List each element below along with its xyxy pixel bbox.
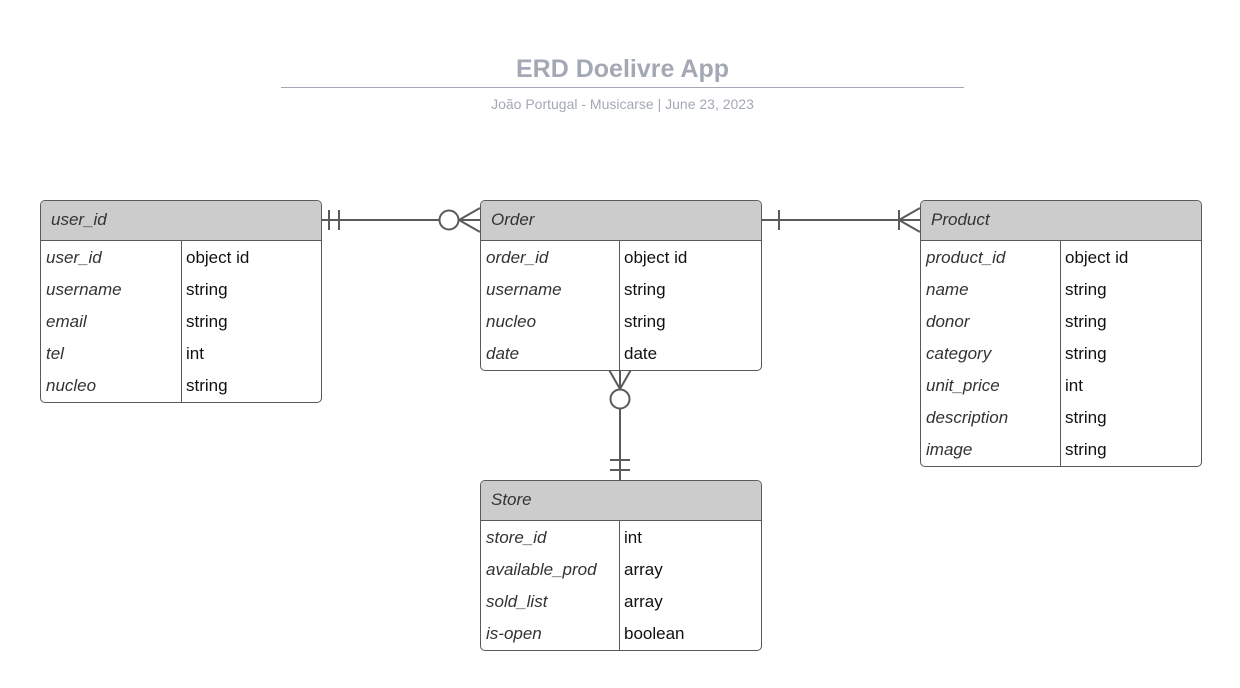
- column-divider: [1060, 241, 1061, 466]
- field-name: image: [926, 440, 973, 459]
- title-divider: [281, 87, 964, 88]
- field-type: boolean: [624, 624, 685, 643]
- field-name: user_id: [46, 248, 102, 267]
- field-row: name string: [921, 274, 1201, 306]
- field-row: description string: [921, 402, 1201, 434]
- entity-fields: product_id object id name string donor stri…: [921, 241, 1201, 466]
- field-row: nucleo string: [481, 306, 761, 338]
- relationship-order-product: [760, 207, 921, 233]
- field-type: int: [624, 528, 642, 547]
- field-name: donor: [926, 312, 970, 331]
- field-name: product_id: [926, 248, 1006, 267]
- field-type: string: [1065, 344, 1107, 363]
- field-name: tel: [46, 344, 64, 363]
- entity-order[interactable]: Order order_id object id username string n…: [480, 200, 762, 371]
- diagram-title: ERD Doelivre App: [515, 55, 729, 83]
- column-divider: [619, 521, 620, 650]
- entity-fields: order_id object id username string nucleo s…: [481, 241, 761, 370]
- field-row: nucleo string: [41, 370, 321, 402]
- field-name: email: [46, 312, 87, 331]
- relationship-user-order: [320, 207, 481, 233]
- field-name: available_prod: [486, 560, 597, 579]
- field-name: store_id: [486, 528, 547, 547]
- field-type: object id: [624, 248, 688, 267]
- field-name: is-open: [486, 624, 542, 643]
- field-name: username: [46, 280, 122, 299]
- entity-header: Store: [481, 481, 761, 521]
- field-type: string: [186, 280, 228, 299]
- diagram-subtitle: João Portugal - Musicarse | June 23, 202…: [491, 96, 754, 112]
- field-type: object id: [186, 248, 250, 267]
- entity-header: Product: [921, 201, 1201, 241]
- field-type: string: [186, 312, 228, 331]
- field-type: object id: [1065, 248, 1129, 267]
- field-type: array: [624, 560, 663, 579]
- field-row: username string: [481, 274, 761, 306]
- field-type: array: [624, 592, 663, 611]
- field-type: int: [186, 344, 204, 363]
- field-row: unit_price int: [921, 370, 1201, 402]
- entity-user[interactable]: user_id user_id object id username string …: [40, 200, 322, 403]
- field-row: donor string: [921, 306, 1201, 338]
- entity-header: user_id: [41, 201, 321, 241]
- field-name: nucleo: [486, 312, 537, 331]
- column-divider: [181, 241, 182, 402]
- field-name: category: [926, 344, 992, 363]
- entity-fields: user_id object id username string email str…: [41, 241, 321, 402]
- field-type: string: [1065, 440, 1107, 459]
- relationship-order-store: [607, 367, 633, 480]
- field-row: is-open boolean: [481, 618, 761, 650]
- field-type: string: [1065, 408, 1107, 427]
- field-name: nucleo: [46, 376, 97, 395]
- field-name: username: [486, 280, 562, 299]
- field-row: image string: [921, 434, 1201, 466]
- column-divider: [619, 241, 620, 370]
- field-row: username string: [41, 274, 321, 306]
- field-row: available_prod array: [481, 554, 761, 586]
- field-row: order_id object id: [481, 242, 761, 274]
- field-type: string: [1065, 312, 1107, 331]
- diagram-title-block: ERD Doelivre App João Portugal - Musicar…: [281, 52, 964, 112]
- entity-header: Order: [481, 201, 761, 241]
- field-row: date date: [481, 338, 761, 370]
- field-type: int: [1065, 376, 1083, 395]
- field-row: category string: [921, 338, 1201, 370]
- field-type: date: [624, 344, 658, 363]
- field-row: tel int: [41, 338, 321, 370]
- field-type: string: [186, 376, 228, 395]
- field-row: sold_list array: [481, 586, 761, 618]
- field-type: string: [624, 280, 666, 299]
- field-row: user_id object id: [41, 242, 321, 274]
- field-name: date: [486, 344, 520, 363]
- field-name: name: [926, 280, 969, 299]
- field-type: string: [624, 312, 666, 331]
- field-name: sold_list: [486, 592, 548, 611]
- field-row: store_id int: [481, 522, 761, 554]
- field-name: order_id: [486, 248, 549, 267]
- field-row: product_id object id: [921, 242, 1201, 274]
- field-name: unit_price: [926, 376, 1000, 395]
- entity-product[interactable]: Product product_id object id name string d…: [920, 200, 1202, 467]
- field-type: string: [1065, 280, 1107, 299]
- field-row: email string: [41, 306, 321, 338]
- field-name: description: [926, 408, 1009, 427]
